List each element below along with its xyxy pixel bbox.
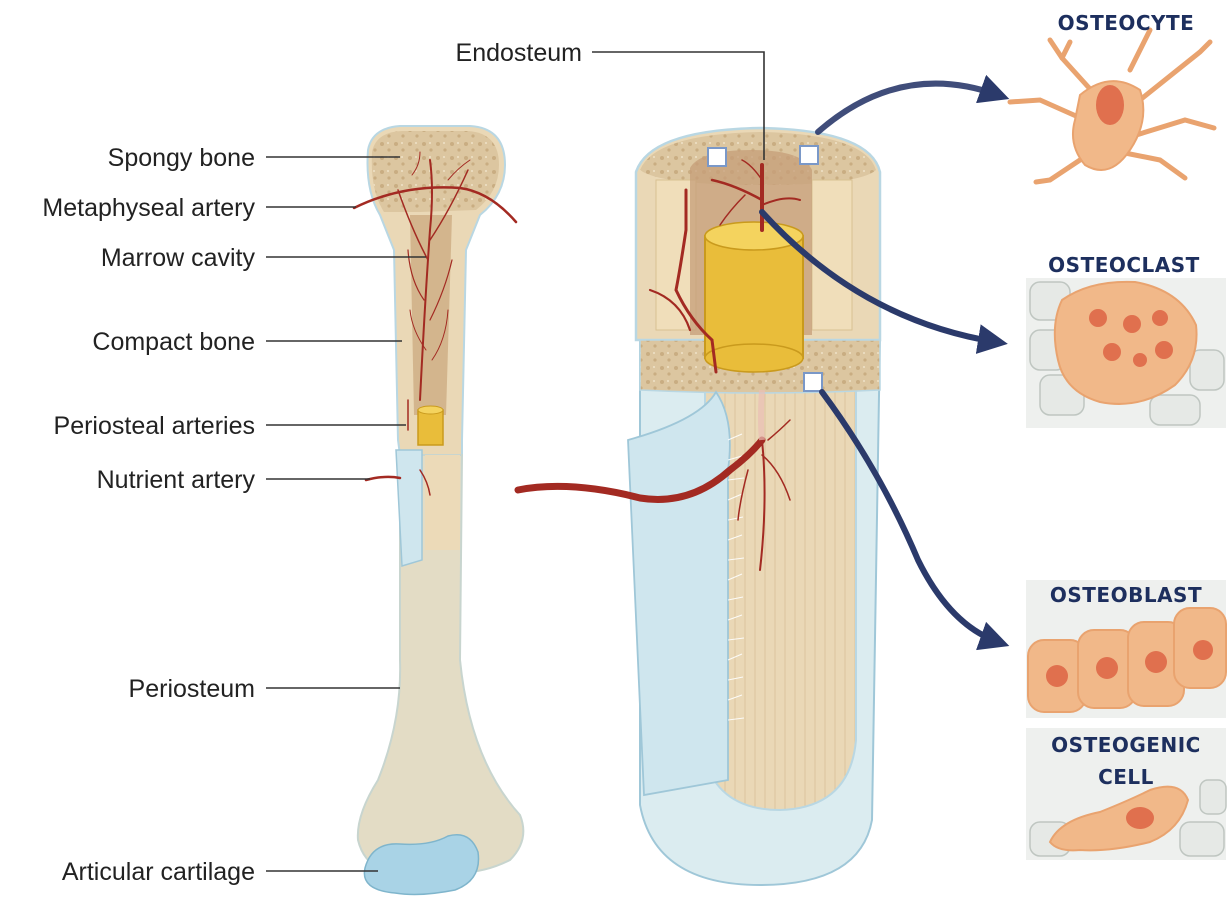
osteocyte-nucleus [1096, 85, 1124, 125]
long-bone [354, 126, 523, 894]
osteocyte-illustration [1010, 30, 1214, 182]
bone-cross-section [518, 128, 880, 885]
marrow-cavity [410, 215, 452, 415]
osteoclast-illustration [1026, 278, 1226, 428]
label-endosteum: Endosteum [456, 39, 582, 67]
label-articular-cartilage: Articular cartilage [62, 858, 255, 886]
marker-square-3 [804, 373, 822, 391]
arrow-to-osteocyte [818, 84, 998, 132]
osteoclast-body [1055, 282, 1197, 404]
title-osteoclast: OSTEOCLAST [1048, 253, 1200, 277]
marker-square-1 [708, 148, 726, 166]
compact-cutaway [425, 455, 460, 550]
yellow-marrow [418, 410, 443, 445]
label-marrow-cavity: Marrow cavity [101, 244, 256, 272]
label-spongy-bone: Spongy bone [108, 144, 255, 172]
title-osteoblast: OSTEOBLAST [1050, 583, 1202, 607]
spongy-bone-region [372, 131, 499, 212]
label-metaphyseal-artery: Metaphyseal artery [42, 194, 255, 222]
title-osteogenic-cell: CELL [1098, 765, 1154, 789]
section-periosteum-flap [628, 392, 730, 795]
label-compact-bone: Compact bone [92, 328, 255, 356]
title-osteogenic: OSTEOGENIC [1051, 733, 1201, 757]
label-periosteum: Periosteum [129, 675, 255, 703]
label-periosteal-arteries: Periosteal arteries [54, 412, 255, 440]
title-osteocyte: OSTEOCYTE [1058, 11, 1195, 35]
label-nutrient-artery: Nutrient artery [97, 466, 256, 494]
section-yellow-marrow [705, 236, 803, 358]
marker-square-2 [800, 146, 818, 164]
